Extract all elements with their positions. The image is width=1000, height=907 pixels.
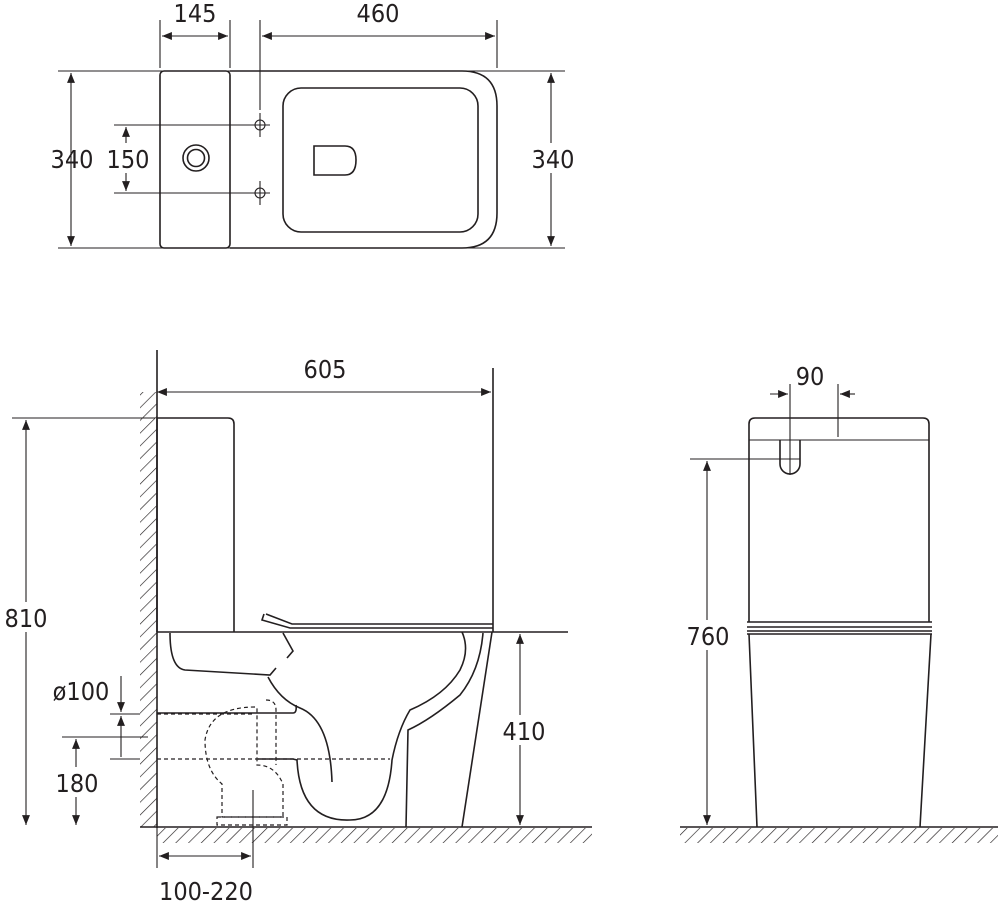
bowl-opening — [282, 87, 479, 233]
flush-button-icon — [182, 144, 210, 172]
dim-width-right: 340 — [532, 145, 575, 174]
dim-outlet-height: 180 — [56, 769, 99, 798]
floor-hatch — [680, 828, 998, 843]
wall-hatch — [140, 392, 157, 827]
dim-inlet-spacing: 150 — [107, 145, 150, 174]
dim-width-left: 340 — [51, 145, 94, 174]
cistern-side — [156, 417, 235, 632]
floor-hatch — [157, 828, 592, 843]
dim-inlet-offset: 90 — [796, 362, 825, 391]
dim-bowl-length: 460 — [357, 0, 400, 28]
side-view: 605 810 ø100 180 100-220 410 — [2, 350, 592, 906]
seat-side — [260, 613, 493, 629]
dim-seat-height: 410 — [503, 717, 546, 746]
dim-total-height: 810 — [5, 604, 48, 633]
cistern-front — [748, 417, 930, 622]
seat-hinge — [313, 145, 357, 176]
dim-rough-in: 100-220 — [159, 877, 253, 906]
tank-top-outline — [159, 70, 231, 249]
dim-outlet-diameter: ø100 — [53, 677, 110, 706]
dim-tank-depth: 145 — [174, 0, 217, 28]
seat-front — [747, 621, 932, 635]
top-view: 145 460 340 150 340 — [51, 0, 578, 249]
dim-total-length: 605 — [304, 355, 347, 384]
bowl-front — [748, 633, 932, 828]
bowl-top-outline — [230, 70, 498, 249]
dim-inlet-height: 760 — [687, 622, 730, 651]
front-view: 90 760 — [680, 362, 998, 843]
bowl-outer — [461, 631, 493, 828]
